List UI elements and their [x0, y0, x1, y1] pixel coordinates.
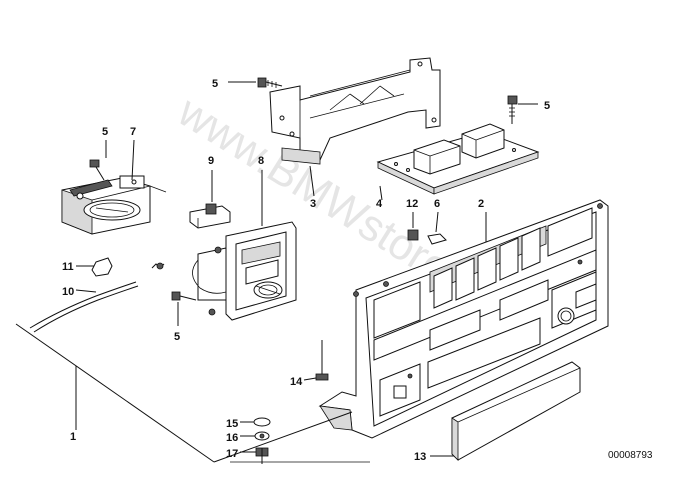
cover-plate	[430, 361, 581, 461]
callout-7: 7	[130, 126, 136, 138]
callout-5c: 5	[102, 126, 108, 138]
callout-3: 3	[310, 198, 316, 210]
callout-12: 12	[406, 198, 418, 210]
callout-4: 4	[376, 198, 383, 210]
callout-13: 13	[414, 451, 426, 463]
callout-5b: 5	[544, 100, 550, 112]
callout-2: 2	[478, 198, 484, 210]
callout-17: 17	[226, 448, 238, 460]
callout-9: 9	[208, 155, 214, 167]
bulb	[427, 211, 447, 245]
assembly-outline	[15, 323, 370, 463]
screw	[228, 77, 283, 88]
callout-16: 16	[226, 432, 238, 444]
hardware-stack	[240, 417, 271, 464]
screw	[303, 340, 329, 381]
drawing-number: 00008793	[608, 450, 653, 461]
mounting-bracket	[269, 57, 441, 165]
callout-15: 15	[226, 418, 238, 430]
callout-8: 8	[258, 155, 264, 167]
instrument-panel	[318, 199, 609, 439]
control-head	[61, 175, 167, 235]
screw	[89, 140, 107, 181]
callout-6: 6	[434, 198, 440, 210]
circuit-board	[376, 123, 540, 195]
small-spring	[151, 262, 165, 270]
bulb-holder	[407, 212, 419, 241]
slider-knob	[189, 170, 231, 229]
cable-clip	[76, 257, 113, 277]
screw	[507, 95, 538, 124]
control-module	[192, 170, 297, 321]
screw	[171, 291, 197, 326]
callout-1: 1	[70, 431, 76, 443]
callout-10: 10	[62, 286, 74, 298]
callout-5a: 5	[212, 78, 218, 90]
callout-14: 14	[290, 376, 303, 388]
bowden-cable	[29, 281, 139, 333]
callout-11: 11	[62, 261, 74, 273]
callout-5d: 5	[174, 331, 180, 343]
